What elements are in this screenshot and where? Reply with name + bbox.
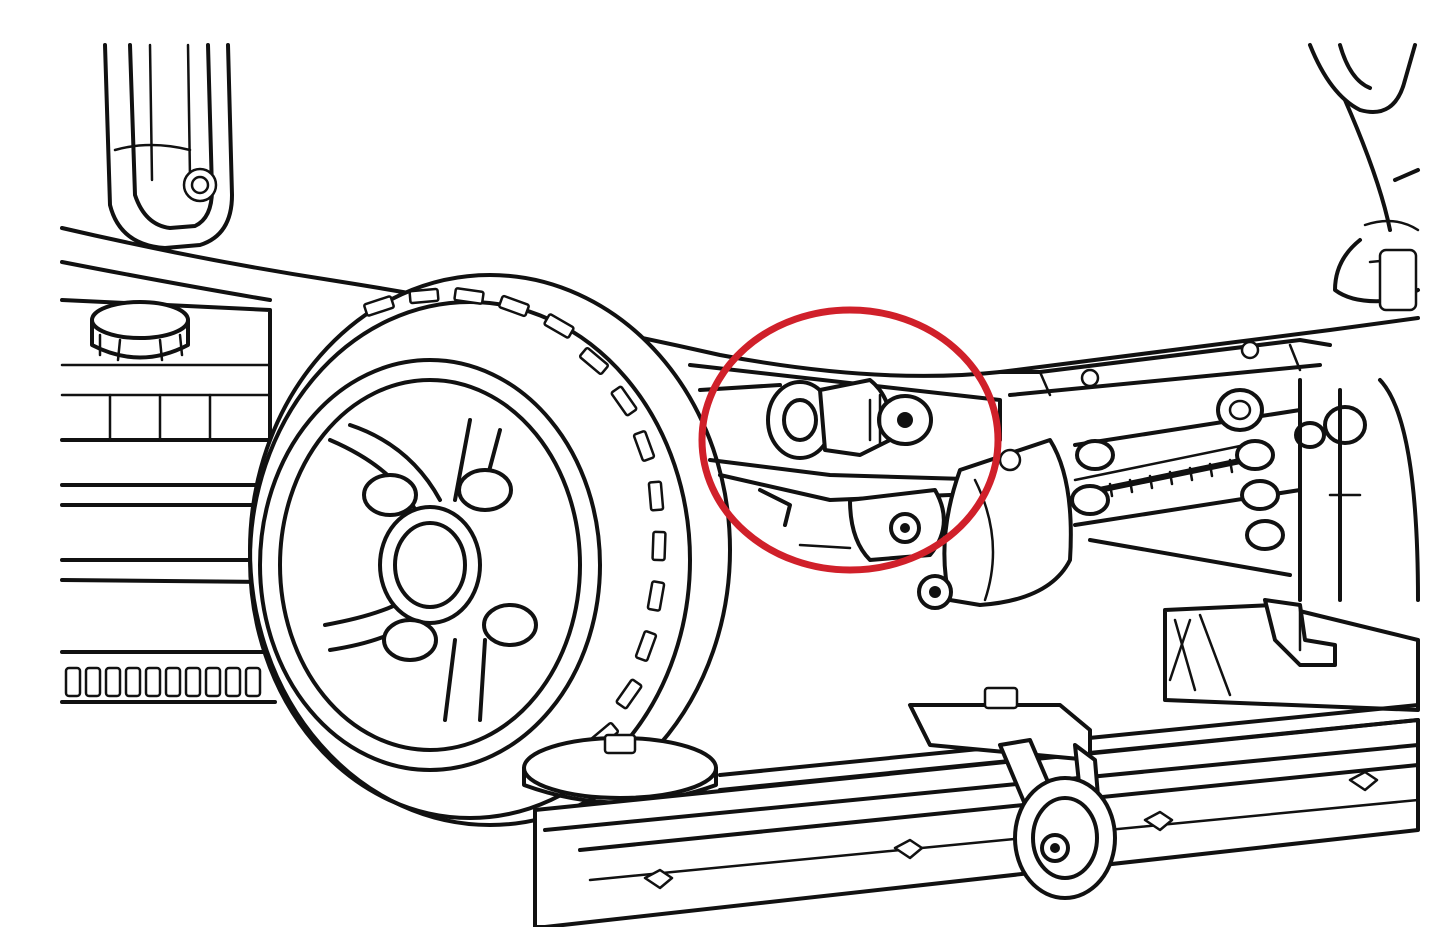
squeegee-caster-wheel: [908, 686, 1117, 900]
mounting-bracket: [1163, 598, 1420, 712]
squeegee-assembly: [533, 703, 1420, 927]
axle-bearing-assembly: [698, 378, 1002, 562]
highlight-circle: [698, 306, 1002, 574]
ribbed-strip: [64, 666, 262, 698]
support-pad: [522, 733, 718, 805]
handle-bar: [103, 43, 234, 250]
drive-shaft: [1070, 378, 1420, 602]
wheel-hub: [362, 468, 538, 662]
handle-bar-right: [1308, 43, 1420, 312]
squeegee-wing-nut: [643, 770, 1379, 890]
rear-drive-wheel: [248, 273, 732, 827]
